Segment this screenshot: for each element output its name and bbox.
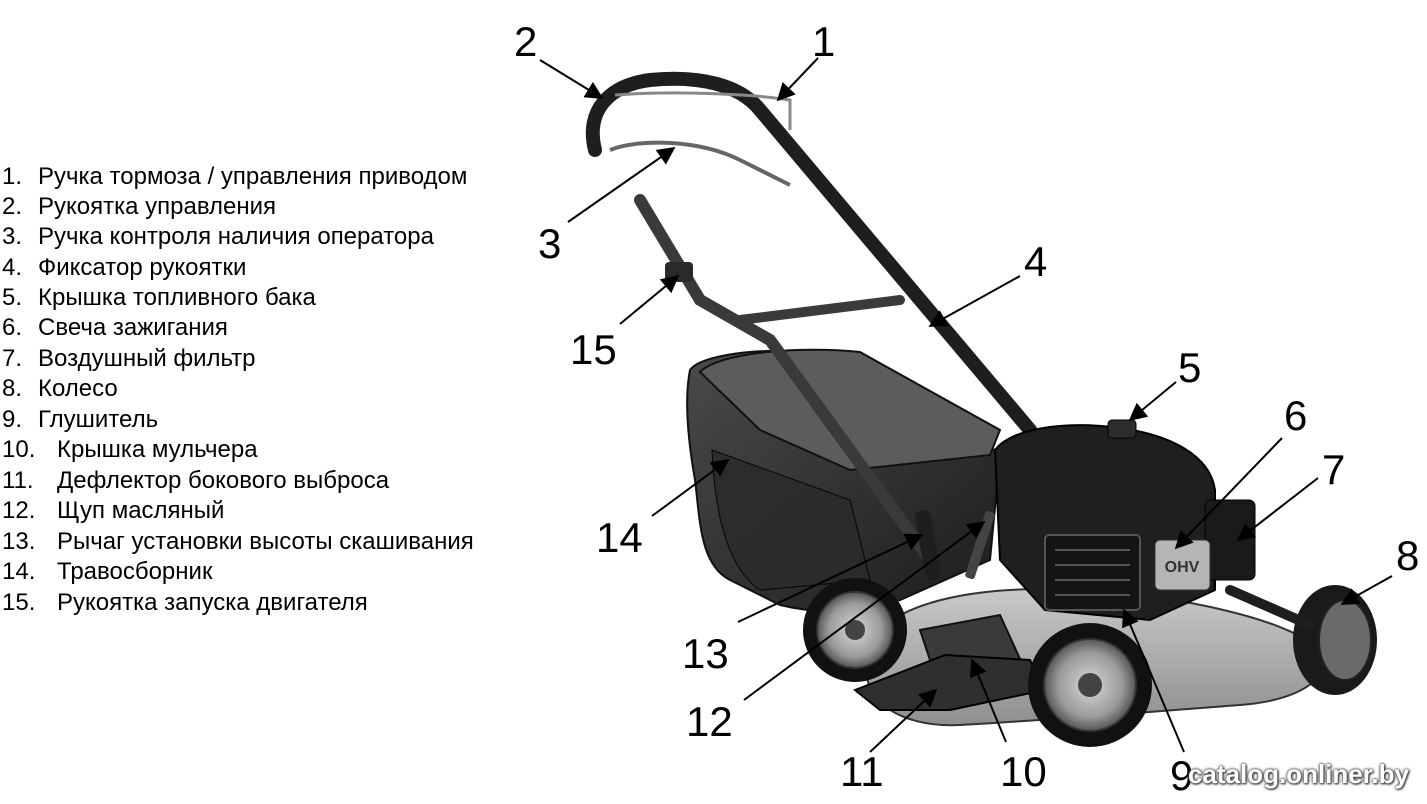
- callout-number-6: 6: [1284, 392, 1307, 439]
- leader-line-15: [619, 274, 680, 325]
- leader-line-2: [539, 59, 604, 99]
- callout-layer: [539, 57, 1393, 753]
- callout-number-1: 1: [812, 18, 835, 65]
- rear-right-wheel: [1293, 585, 1377, 695]
- leader-line-5: [1128, 381, 1177, 422]
- leader-line-6: [1174, 437, 1283, 550]
- fuel-cap: [1107, 419, 1137, 439]
- leader-line-10: [969, 658, 1007, 743]
- callout-number-2: 2: [514, 18, 537, 65]
- leader-line-3: [567, 146, 676, 223]
- callout-number-12: 12: [686, 698, 733, 745]
- callout-number-4: 4: [1024, 238, 1047, 285]
- callout-number-9: 9: [1170, 752, 1193, 799]
- leader-line-9: [1122, 608, 1185, 753]
- callout-number-8: 8: [1396, 532, 1419, 579]
- oil-dipstick: [965, 510, 995, 580]
- grass-catcher-lid: [698, 348, 1002, 472]
- air-filter-cover: [1204, 499, 1256, 581]
- callout-number-13: 13: [682, 630, 729, 677]
- leader-line-8: [1340, 575, 1393, 605]
- callout-numbers: 1 2 3 4 5 6 7 8 9 10 11 12 13 14 15: [514, 18, 1419, 799]
- watermark: catalog.onliner.by: [1187, 759, 1409, 789]
- leader-line-12: [743, 520, 986, 701]
- callout-number-7: 7: [1322, 446, 1345, 493]
- leader-line-4: [928, 275, 1021, 327]
- front-left-wheel: [803, 578, 907, 682]
- muffler-grille: [1055, 549, 1130, 596]
- front-right-wheel: [1028, 623, 1152, 747]
- callout-number-15: 15: [570, 326, 617, 373]
- grass-catcher-mesh: [711, 449, 871, 591]
- leader-line-13: [737, 533, 924, 623]
- brake-bail-bar: [609, 140, 791, 187]
- height-adjust-lever: [914, 510, 942, 580]
- muffler: [1044, 534, 1141, 611]
- engine-badge: OHV: [1165, 559, 1200, 576]
- leader-line-14: [651, 458, 730, 517]
- callout-number-11: 11: [840, 748, 884, 795]
- mower-illustration: OHV: [585, 71, 1377, 747]
- callout-number-14: 14: [596, 514, 643, 561]
- leader-line-11: [869, 688, 938, 753]
- leader-line-1: [776, 57, 819, 102]
- leader-line-7: [1236, 477, 1319, 542]
- callout-number-10: 10: [1000, 748, 1047, 795]
- callout-number-5: 5: [1178, 344, 1201, 391]
- callout-number-3: 3: [538, 220, 561, 267]
- handle-cross-bar: [735, 295, 905, 325]
- rear-axle: [1225, 585, 1315, 630]
- starter-rope-handle: [665, 262, 693, 282]
